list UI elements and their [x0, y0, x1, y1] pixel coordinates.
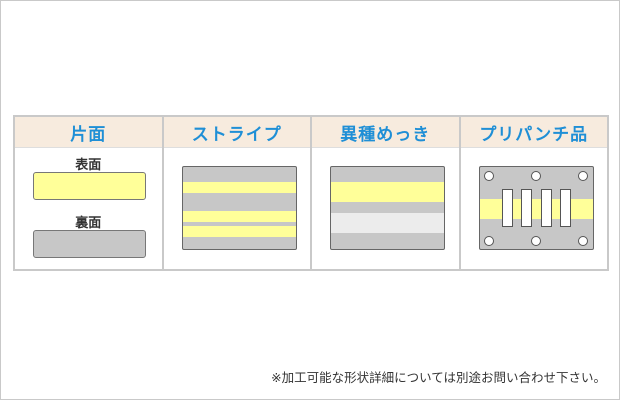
pilot-hole	[530, 171, 541, 181]
header-dissimilar-plating: 異種めっき	[312, 117, 459, 148]
column-stripe: ストライプ	[163, 117, 312, 269]
front-plate	[33, 172, 146, 200]
pilot-hole	[577, 171, 588, 181]
prepunched-plating-band	[479, 199, 593, 219]
stripe-sample	[181, 166, 297, 250]
front-label: 表面	[75, 158, 102, 173]
pilot-hole	[483, 236, 494, 246]
footnote: ※加工可能な形状詳細については別途お問い合わせ下さい。	[271, 370, 606, 385]
stripe-band-2	[182, 211, 296, 222]
header-stripe: ストライプ	[163, 117, 310, 148]
plating-types-table: 片面 表面 裏面 ストライプ 異種めっき	[13, 115, 609, 271]
header-prepunched: プリパンチ品	[460, 117, 607, 148]
column-prepunched: プリパンチ品	[460, 117, 608, 269]
punched-slot	[540, 189, 552, 227]
dissimilar-band-plating-b	[331, 213, 444, 233]
single-side-body: 表面 裏面	[15, 148, 162, 269]
punched-slot	[501, 189, 513, 227]
dissimilar-sample	[330, 166, 445, 250]
stripe-body	[164, 148, 311, 269]
column-single-side: 片面 表面 裏面	[15, 117, 164, 269]
stripe-band-1	[182, 182, 296, 193]
back-plate	[33, 230, 146, 258]
punched-slot	[559, 189, 571, 227]
dissimilar-body	[312, 148, 459, 269]
back-label: 裏面	[75, 216, 102, 231]
column-dissimilar-plating: 異種めっき	[312, 117, 461, 269]
stripe-band-3	[182, 226, 296, 237]
pilot-hole	[577, 236, 588, 246]
pilot-hole	[483, 171, 494, 181]
header-single-side: 片面	[15, 117, 162, 148]
punched-slot	[520, 189, 532, 227]
dissimilar-band-plating-a	[331, 182, 444, 202]
pilot-hole	[530, 236, 541, 246]
prepunched-body	[461, 148, 608, 269]
prepunched-sample	[478, 166, 594, 250]
